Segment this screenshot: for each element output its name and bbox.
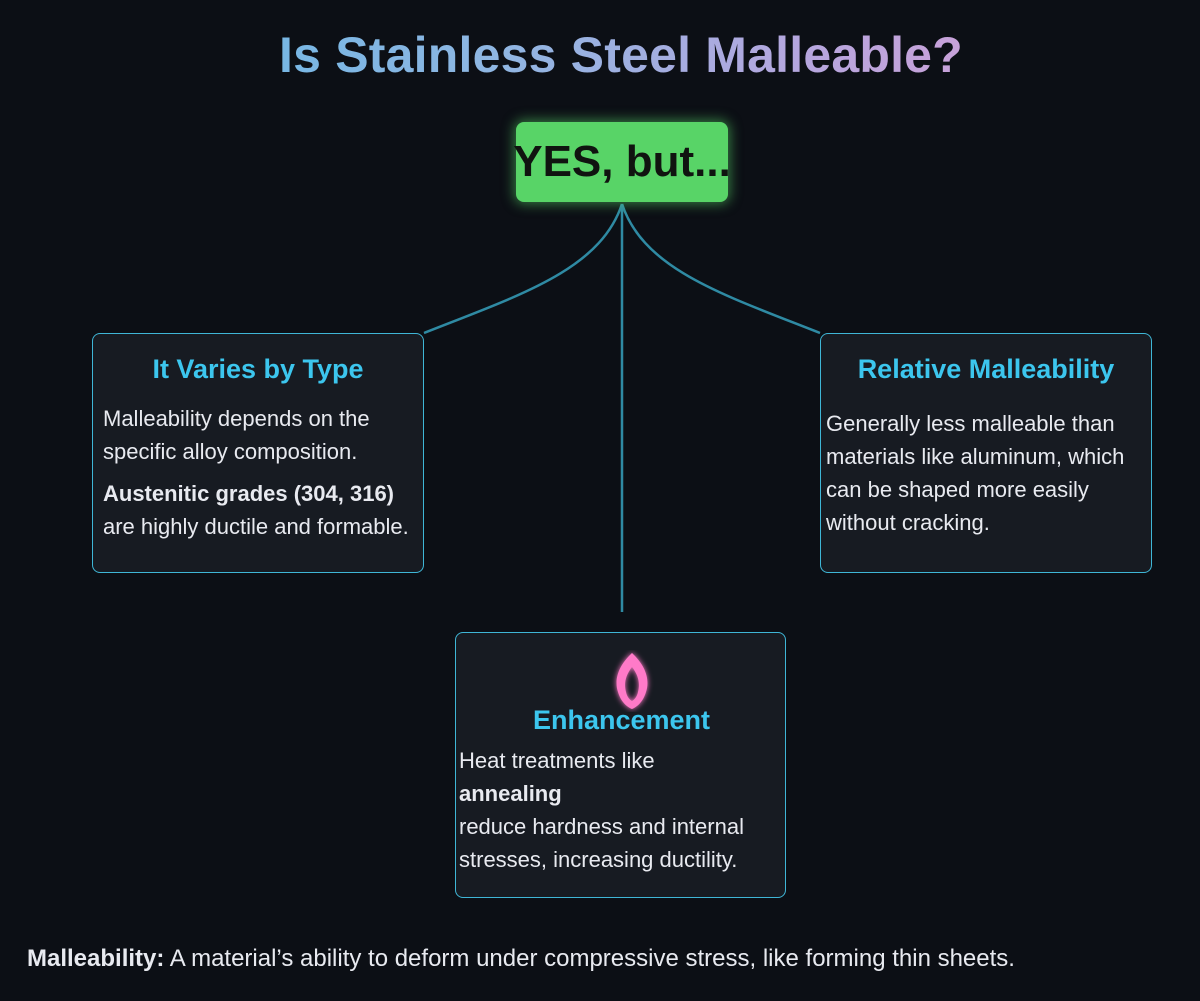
definition-text: A material’s ability to deform under com… [169, 945, 1015, 972]
card-line: Malleability depends on the [103, 406, 370, 431]
card-varies-by-type: It Varies by Type Malleability depends o… [92, 333, 424, 573]
card-line: Generally less malleable than [826, 411, 1115, 436]
definition-term: Malleability: [27, 945, 165, 972]
flame-icon [616, 653, 648, 709]
card-line: are highly ductile and formable. [103, 514, 409, 539]
bold-annealing: annealing [459, 781, 562, 806]
card-line: stresses, increasing ductility. [459, 847, 738, 872]
card-line: can be shaped more easily [826, 477, 1089, 502]
connector-left [423, 203, 624, 335]
card-line: reduce hardness and internal [459, 814, 744, 839]
answer-badge: YES, but... [513, 122, 731, 202]
card-line: specific alloy composition. [103, 439, 358, 464]
bold-grades: Austenitic grades (304, 316) [103, 481, 395, 506]
card-body-secondary: Austenitic grades (304, 316) are highly … [103, 477, 409, 543]
connector-right [620, 203, 821, 335]
card-enhancement: Enhancement Heat treatments like anneali… [455, 632, 786, 898]
card-line: without cracking. [826, 510, 990, 535]
card-relative-malleability: Relative Malleability Generally less mal… [820, 333, 1152, 573]
card-title: It Varies by Type [152, 354, 364, 384]
card-line: materials like aluminum, which [826, 444, 1125, 469]
definition-footer: Malleability: A material’s ability to de… [27, 945, 1015, 973]
page-title: Is Stainless Steel Malleable? [0, 26, 1200, 84]
card-body: Heat treatments like annealing reduce ha… [459, 744, 744, 876]
card-body: Malleability depends on the specific all… [103, 402, 370, 468]
card-body: Generally less malleable than materials … [826, 407, 1124, 539]
card-title: Relative Malleability [857, 354, 1115, 384]
card-line: Heat treatments like [459, 748, 655, 773]
card-title: Enhancement [532, 705, 711, 735]
